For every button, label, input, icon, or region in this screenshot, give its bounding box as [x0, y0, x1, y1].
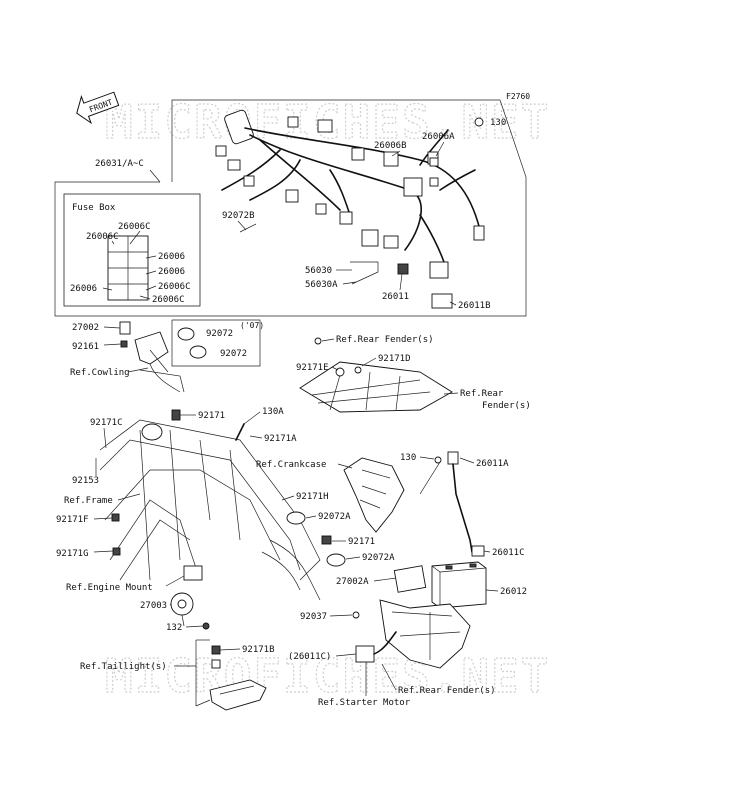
fuse-label: 26006C [118, 222, 151, 232]
label-26011: 26011 [382, 292, 409, 302]
label-92171-b: 92171 [348, 537, 375, 547]
label-92171H: 92171H [296, 492, 329, 502]
label-92072A-b: 92072A [362, 553, 395, 563]
label-92072-07: 92072 [206, 329, 233, 339]
label-26012: 26012 [500, 587, 527, 597]
label-130A: 130A [262, 407, 284, 417]
fuse-label: 26006C [152, 295, 185, 305]
battery [431, 561, 487, 609]
label-26006A: 26006A [422, 132, 455, 142]
clamp-callout-frame [171, 319, 261, 367]
label-92072B: 92072B [222, 211, 255, 221]
label-92171B: 92171B [242, 645, 275, 655]
label-130-mid: 130 [400, 453, 416, 463]
label-92153: 92153 [72, 476, 99, 486]
harness-callout-frame [54, 99, 527, 317]
label-26031: 26031/A~C [95, 159, 144, 169]
label-ref-taillight: Ref.Taillight(s) [80, 662, 167, 672]
label-26011B: 26011B [458, 301, 491, 311]
label-92171C: 92171C [90, 418, 123, 428]
label-ref-rear: Ref.Rear [460, 389, 504, 399]
label-132: 132 [166, 623, 182, 633]
label-27002A: 27002A [336, 577, 369, 587]
label-56030: 56030 [305, 266, 332, 276]
fuse-label: 26006C [86, 232, 119, 242]
main-wiring-harness [215, 109, 485, 309]
label-26011C-paren: (26011C) [288, 652, 331, 662]
fuse-box-inset: Fuse Box 26006C 26006C 26006 26006 26006… [63, 193, 201, 307]
label-56030A: 56030A [305, 280, 338, 290]
label-ref-rear-fender-1: Ref.Rear Fender(s) [336, 335, 434, 345]
figure-id: F2760 [506, 92, 530, 101]
crankcase-bracket [343, 457, 405, 533]
label-26011A: 26011A [476, 459, 509, 469]
label-92171D: 92171D [378, 354, 411, 364]
label-92171A: 92171A [264, 434, 297, 444]
label-92171G: 92171G [56, 549, 89, 559]
label-fender-s: Fender(s) [482, 401, 531, 411]
label-ref-starter-motor: Ref.Starter Motor [318, 698, 411, 708]
label-27003: 27003 [140, 601, 167, 611]
battery-case [352, 565, 471, 669]
fuse-label: 26006 [158, 267, 185, 277]
label-ref-rear-fender-2: Ref.Rear Fender(s) [398, 686, 496, 696]
label-92171E: 92171E [296, 363, 329, 373]
label-26011C: 26011C [492, 548, 525, 558]
label-07: ('07) [240, 321, 264, 330]
fuse-label: 26006C [158, 282, 191, 292]
fuse-label: 26006 [70, 284, 97, 294]
label-ref-frame: Ref.Frame [64, 496, 113, 506]
label-92037: 92037 [300, 612, 327, 622]
label-ref-crankcase: Ref.Crankcase [256, 460, 326, 470]
label-130-top: 130 [490, 118, 506, 128]
fuse-box-title: Fuse Box [72, 203, 116, 213]
label-26006B: 26006B [374, 141, 407, 151]
watermark-bottom: MICROFICHES.NET [105, 649, 550, 703]
cowling-bracket [119, 321, 185, 393]
label-92171: 92171 [198, 411, 225, 421]
rear-fender-bracket [299, 337, 453, 413]
label-27002: 27002 [72, 323, 99, 333]
label-ref-cowling: Ref.Cowling [70, 368, 130, 378]
motorcycle-frame [99, 419, 321, 601]
label-92161: 92161 [72, 342, 99, 352]
label-92072: 92072 [220, 349, 247, 359]
taillight-assembly [209, 645, 267, 711]
label-92072A: 92072A [318, 512, 351, 522]
label-92171F: 92171F [56, 515, 89, 525]
fuse-label: 26006 [158, 252, 185, 262]
horn [170, 592, 194, 627]
label-ref-engine-mount: Ref.Engine Mount [66, 583, 153, 593]
